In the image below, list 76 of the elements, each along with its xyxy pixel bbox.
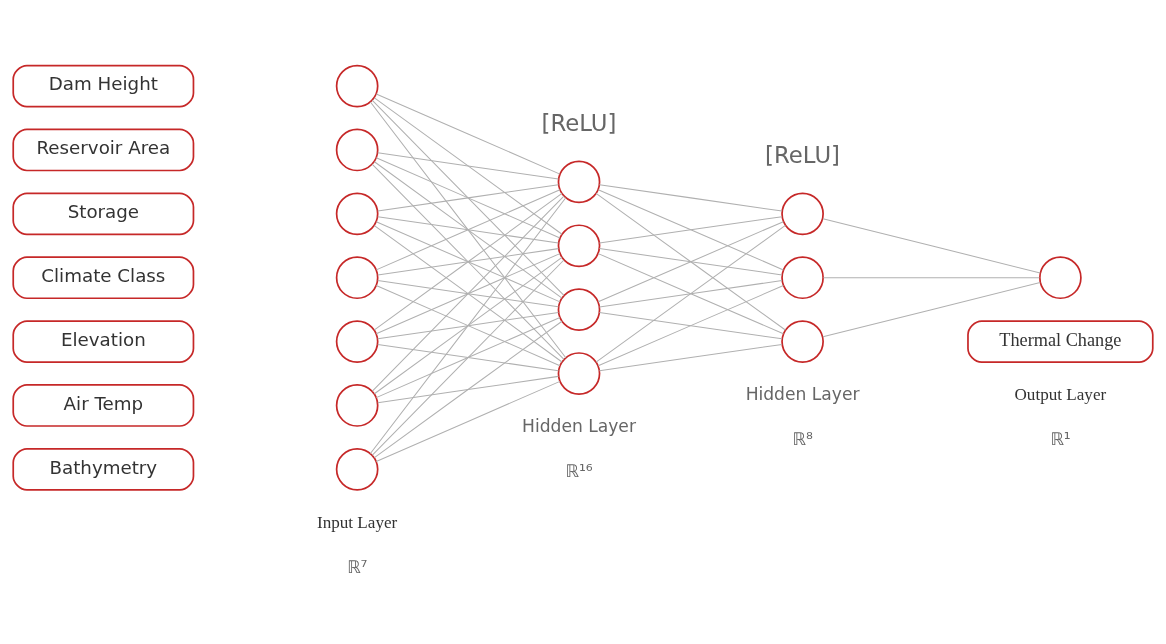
connector	[375, 92, 561, 175]
connector	[375, 316, 561, 398]
connector	[373, 192, 563, 330]
label: ℝ¹	[1050, 428, 1071, 449]
node-circle	[781, 191, 824, 235]
connector	[595, 192, 786, 331]
node-circle	[781, 255, 824, 299]
connector	[377, 279, 559, 307]
connector	[822, 281, 1041, 337]
connector	[822, 276, 1041, 278]
connector	[377, 247, 559, 275]
node-circle	[557, 223, 601, 267]
label: [ReLU]	[541, 109, 617, 136]
label: Hidden Layer	[745, 383, 860, 404]
connector	[377, 311, 559, 339]
connector	[369, 196, 567, 454]
connector	[371, 195, 565, 392]
connector	[371, 99, 565, 296]
connector	[597, 284, 784, 366]
connector	[373, 160, 563, 299]
node-box: Dam Height	[12, 64, 195, 107]
node-box: Reservoir Area	[12, 128, 195, 171]
node-box: Bathymetry	[12, 447, 195, 491]
connector	[373, 320, 563, 458]
label: [ReLU]	[765, 141, 841, 168]
label: ℝ⁷	[346, 556, 368, 577]
connector	[373, 96, 563, 235]
node-box: Storage	[12, 191, 195, 235]
node-circle	[335, 383, 379, 427]
node-circle	[335, 447, 379, 491]
node-box: Elevation	[12, 319, 195, 363]
connector	[597, 188, 784, 270]
connector	[597, 252, 784, 334]
connector	[377, 183, 559, 212]
node-circle	[335, 128, 379, 171]
label: ℝ¹⁶	[565, 460, 593, 481]
connector	[371, 163, 565, 360]
label: Hidden Layer	[522, 415, 636, 436]
connector	[375, 380, 561, 462]
connector	[595, 224, 786, 363]
connector	[371, 258, 565, 456]
connector	[822, 217, 1041, 273]
connector	[377, 375, 559, 403]
connector	[373, 256, 563, 394]
node-circle	[557, 351, 601, 395]
node-box: Thermal Change	[967, 319, 1154, 363]
node-box: Climate Class	[12, 255, 195, 299]
connector	[375, 252, 561, 334]
connector	[377, 151, 559, 180]
label: Output Layer	[1014, 384, 1107, 404]
connector	[598, 279, 783, 307]
connector	[598, 343, 783, 371]
node-circle	[335, 255, 379, 299]
node-circle	[335, 319, 379, 363]
node-box: Air Temp	[12, 383, 195, 427]
connector	[373, 224, 563, 362]
label: ℝ⁸	[792, 428, 813, 449]
connector	[377, 343, 559, 371]
connector	[598, 311, 783, 339]
connector	[598, 247, 783, 275]
connector	[375, 220, 561, 302]
node-circle	[781, 319, 824, 363]
connector	[375, 284, 561, 366]
label: Input Layer	[317, 512, 398, 532]
connector	[369, 100, 567, 358]
node-circle	[335, 64, 379, 107]
node-circle	[557, 160, 601, 203]
connector	[598, 183, 783, 212]
connector	[377, 215, 559, 243]
connector	[598, 215, 783, 244]
connector	[375, 156, 561, 238]
node-circle	[557, 287, 601, 331]
connector	[375, 188, 561, 270]
connector	[597, 220, 784, 302]
node-circle	[335, 191, 379, 235]
node-circle	[1039, 255, 1082, 299]
